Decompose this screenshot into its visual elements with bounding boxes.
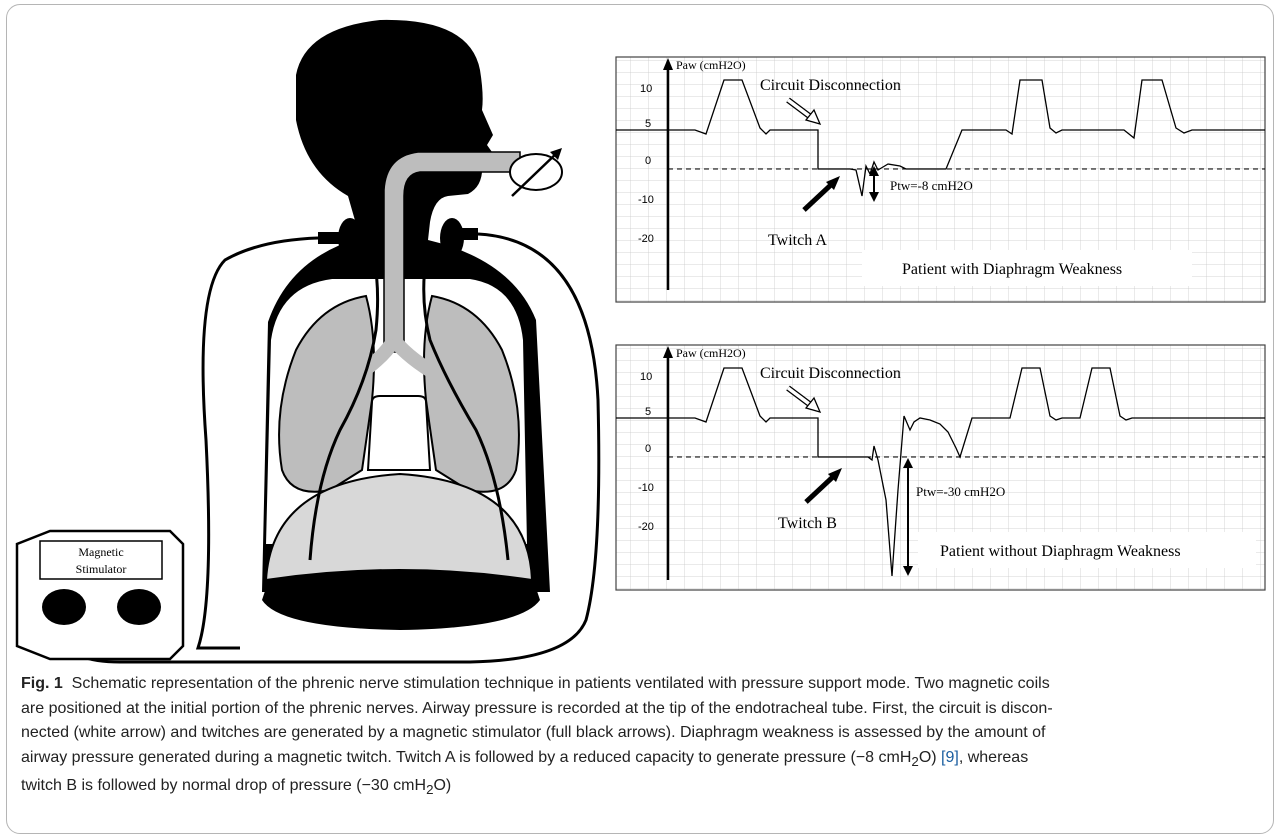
graph-b-ptw-label: Ptw=-30 cmH2O	[916, 484, 1005, 499]
graph-b-tick: -10	[638, 482, 654, 494]
caption-subscript: 2	[426, 782, 434, 798]
graph-a: Paw (cmH2O) 10 5 0 -10 -20 Circuit Disco…	[615, 56, 1266, 303]
stimulator-display	[39, 540, 163, 580]
figure-frame	[6, 4, 1274, 834]
caption-line-2: are positioned at the initial portion of…	[21, 699, 1053, 717]
graph-a-trace	[616, 79, 1265, 197]
caption-subscript: 2	[911, 753, 919, 769]
left-magnetic-coil	[318, 218, 362, 258]
mediastinum	[366, 395, 432, 471]
graph-b-tick: 0	[645, 443, 651, 455]
graph-a-tick: 10	[640, 83, 652, 95]
graph-b-twitch-arrow	[804, 472, 838, 504]
figure-illustration: Magnetic Stimulator Paw (cmH2O) 10 5 0 -…	[15, 19, 1266, 664]
caption-line-5: twitch B is followed by normal drop of p…	[21, 777, 427, 795]
graph-b-tick: 5	[645, 406, 651, 418]
caption-line-4-end: , whereas	[958, 748, 1029, 766]
right-phrenic-nerve	[422, 257, 510, 561]
citation-link[interactable]: [9]	[941, 748, 959, 766]
graph-a-tick: -10	[638, 194, 654, 206]
graph-a-twitch-label: Twitch A	[768, 232, 827, 249]
graph-a-twitch-arrow	[802, 180, 836, 212]
stimulator-label-line1: Magnetic	[78, 545, 123, 559]
graph-b-trace	[616, 367, 1265, 577]
figure-caption: Fig. 1 Schematic representation of the p…	[21, 672, 1261, 803]
left-phrenic-nerve	[308, 257, 380, 561]
graph-b-tick: 10	[640, 371, 652, 383]
graph-a-ptw-label: Ptw=-8 cmH2O	[890, 178, 973, 193]
caption-line-3: nected (white arrow) and twitches are ge…	[21, 724, 1046, 741]
magnetic-stimulator: Magnetic Stimulator	[15, 529, 185, 661]
graph-a-tick: -20	[638, 233, 654, 245]
cable-left	[195, 236, 319, 650]
stimulator-knob-left	[42, 589, 86, 625]
cable-right	[68, 232, 601, 664]
graph-a-patient-label: Patient with Diaphragm Weakness	[902, 261, 1122, 278]
graph-b-disconnect-label: Circuit Disconnection	[760, 365, 901, 382]
graph-b: Paw (cmH2O) 10 5 0 -10 -20 Circuit Disco…	[615, 344, 1266, 591]
diaphragm	[264, 472, 534, 582]
caption-line-4: airway pressure generated during a magne…	[21, 748, 912, 766]
graph-a-tick: 0	[645, 155, 651, 167]
graph-a-disconnect-label: Circuit Disconnection	[760, 77, 901, 94]
caption-line-1: Schematic representation of the phrenic …	[71, 675, 1050, 692]
graph-a-tick: 5	[645, 118, 651, 130]
stimulator-label-line2: Stimulator	[76, 562, 127, 576]
caption-line-4-after: O)	[918, 748, 942, 766]
right-magnetic-coil	[440, 218, 478, 258]
graph-a-y-axis-label: Paw (cmH2O)	[676, 58, 746, 72]
body-schematic	[68, 19, 601, 664]
graph-b-patient-label: Patient without Diaphragm Weakness	[940, 543, 1181, 560]
graph-b-tick: -20	[638, 521, 654, 533]
graph-b-y-axis-label: Paw (cmH2O)	[676, 346, 746, 360]
stimulator-knob-right	[117, 589, 161, 625]
bronchi	[346, 335, 450, 387]
sensor-arrow	[511, 149, 561, 197]
caption-line-5-end: O)	[433, 777, 452, 795]
caption-label: Fig. 1	[21, 675, 63, 692]
graph-b-twitch-label: Twitch B	[778, 515, 837, 532]
